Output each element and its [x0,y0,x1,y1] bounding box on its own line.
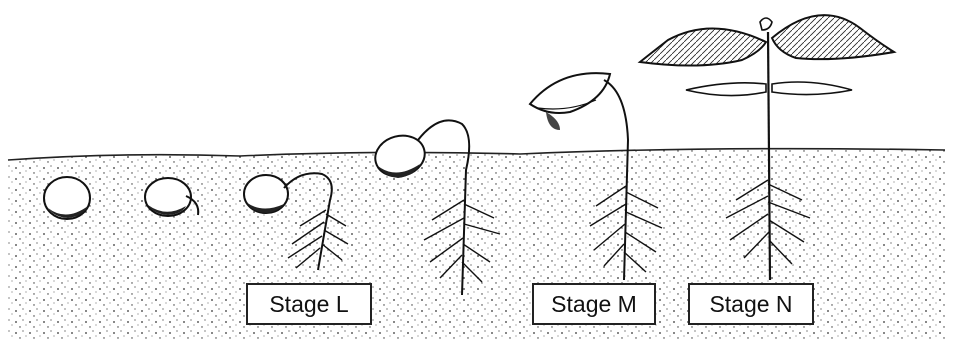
stage-m-label: Stage M [532,283,656,325]
stage-n-label: Stage N [688,283,814,325]
seed-1 [44,177,90,219]
stage-l-label: Stage L [246,283,372,325]
cotyledon-left [686,83,766,96]
true-leaf-right [772,15,894,59]
true-leaf-left [640,28,766,65]
cotyledon-right [772,82,852,95]
